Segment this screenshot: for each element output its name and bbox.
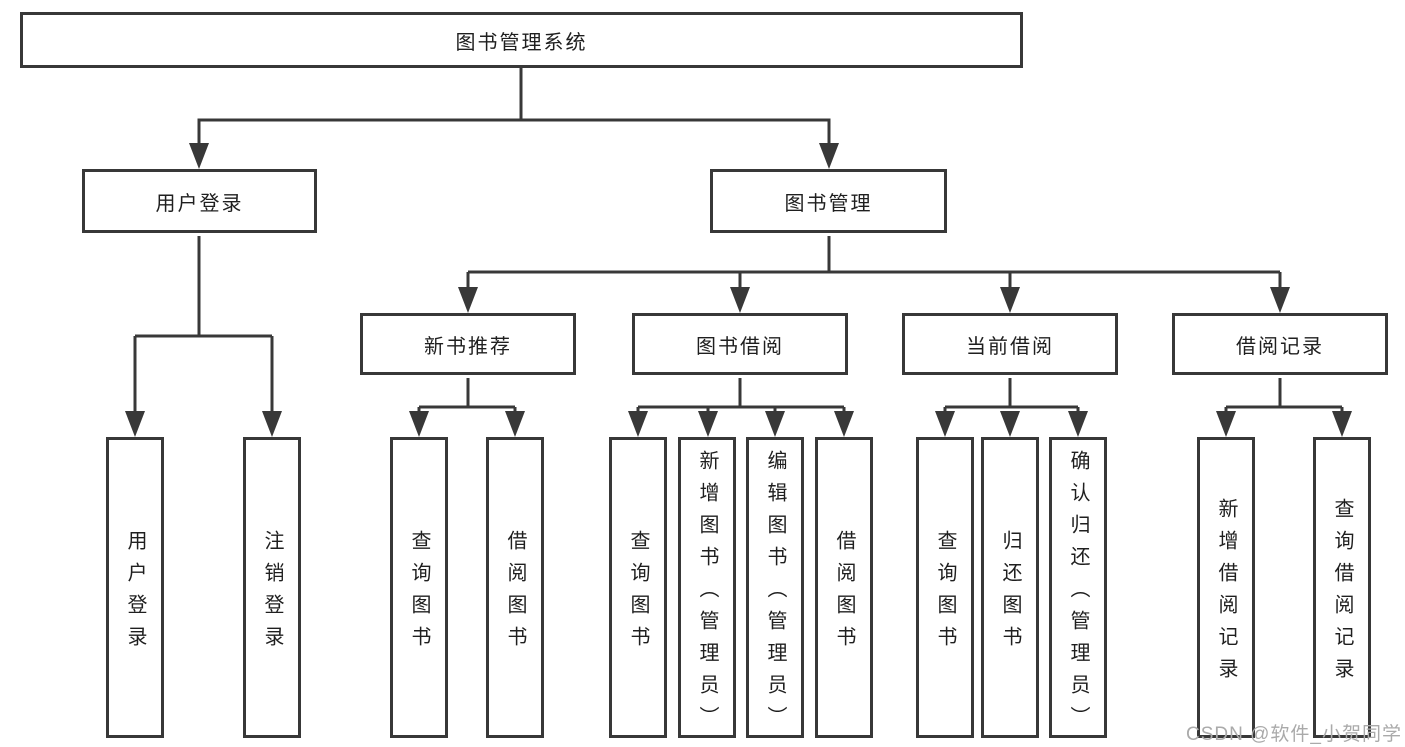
node-leaf-query-books-recommend: 查询图书 <box>390 437 448 738</box>
leaf-label: 注销登录 <box>261 529 283 658</box>
node-borrow-records: 借阅记录 <box>1172 313 1388 375</box>
leaf-label: 查询图书 <box>934 529 956 658</box>
node-leaf-query-books-borrowing: 查询图书 <box>609 437 667 738</box>
node-leaf-add-book-admin: 新增图书（管理员） <box>678 437 736 738</box>
csdn-watermark: CSDN @软件_小贺同学 <box>1186 724 1402 745</box>
node-leaf-user-login: 用户登录 <box>106 437 164 738</box>
node-current-borrowing: 当前借阅 <box>902 313 1118 375</box>
leaf-label: 查询借阅记录 <box>1331 497 1353 690</box>
node-root: 图书管理系统 <box>20 12 1023 68</box>
node-leaf-return-books: 归还图书 <box>981 437 1039 738</box>
arrowheads <box>125 143 1352 437</box>
node-leaf-add-borrow-record: 新增借阅记录 <box>1197 437 1255 738</box>
leaf-label: 查询图书 <box>627 529 649 658</box>
leaf-label: 查询图书 <box>408 529 430 658</box>
leaf-label: 借阅图书 <box>504 529 526 658</box>
node-leaf-logout: 注销登录 <box>243 437 301 738</box>
node-leaf-borrow-books-recommend: 借阅图书 <box>486 437 544 738</box>
node-user-login: 用户登录 <box>82 169 317 233</box>
node-book-management: 图书管理 <box>710 169 947 233</box>
leaf-label: 确认归还（管理员） <box>1067 449 1089 738</box>
node-leaf-query-borrow-record: 查询借阅记录 <box>1313 437 1371 738</box>
node-leaf-borrow-books-borrowing: 借阅图书 <box>815 437 873 738</box>
node-book-borrowing: 图书借阅 <box>632 313 848 375</box>
leaf-label: 编辑图书（管理员） <box>764 449 786 738</box>
node-leaf-query-books-current: 查询图书 <box>916 437 974 738</box>
leaf-label: 用户登录 <box>124 529 146 658</box>
node-leaf-edit-book-admin: 编辑图书（管理员） <box>746 437 804 738</box>
node-leaf-confirm-return-admin: 确认归还（管理员） <box>1049 437 1107 738</box>
leaf-label: 归还图书 <box>999 529 1021 658</box>
leaf-label: 借阅图书 <box>833 529 855 658</box>
leaf-label: 新增借阅记录 <box>1215 497 1237 690</box>
node-new-book-recommend: 新书推荐 <box>360 313 576 375</box>
leaf-label: 新增图书（管理员） <box>696 449 718 738</box>
